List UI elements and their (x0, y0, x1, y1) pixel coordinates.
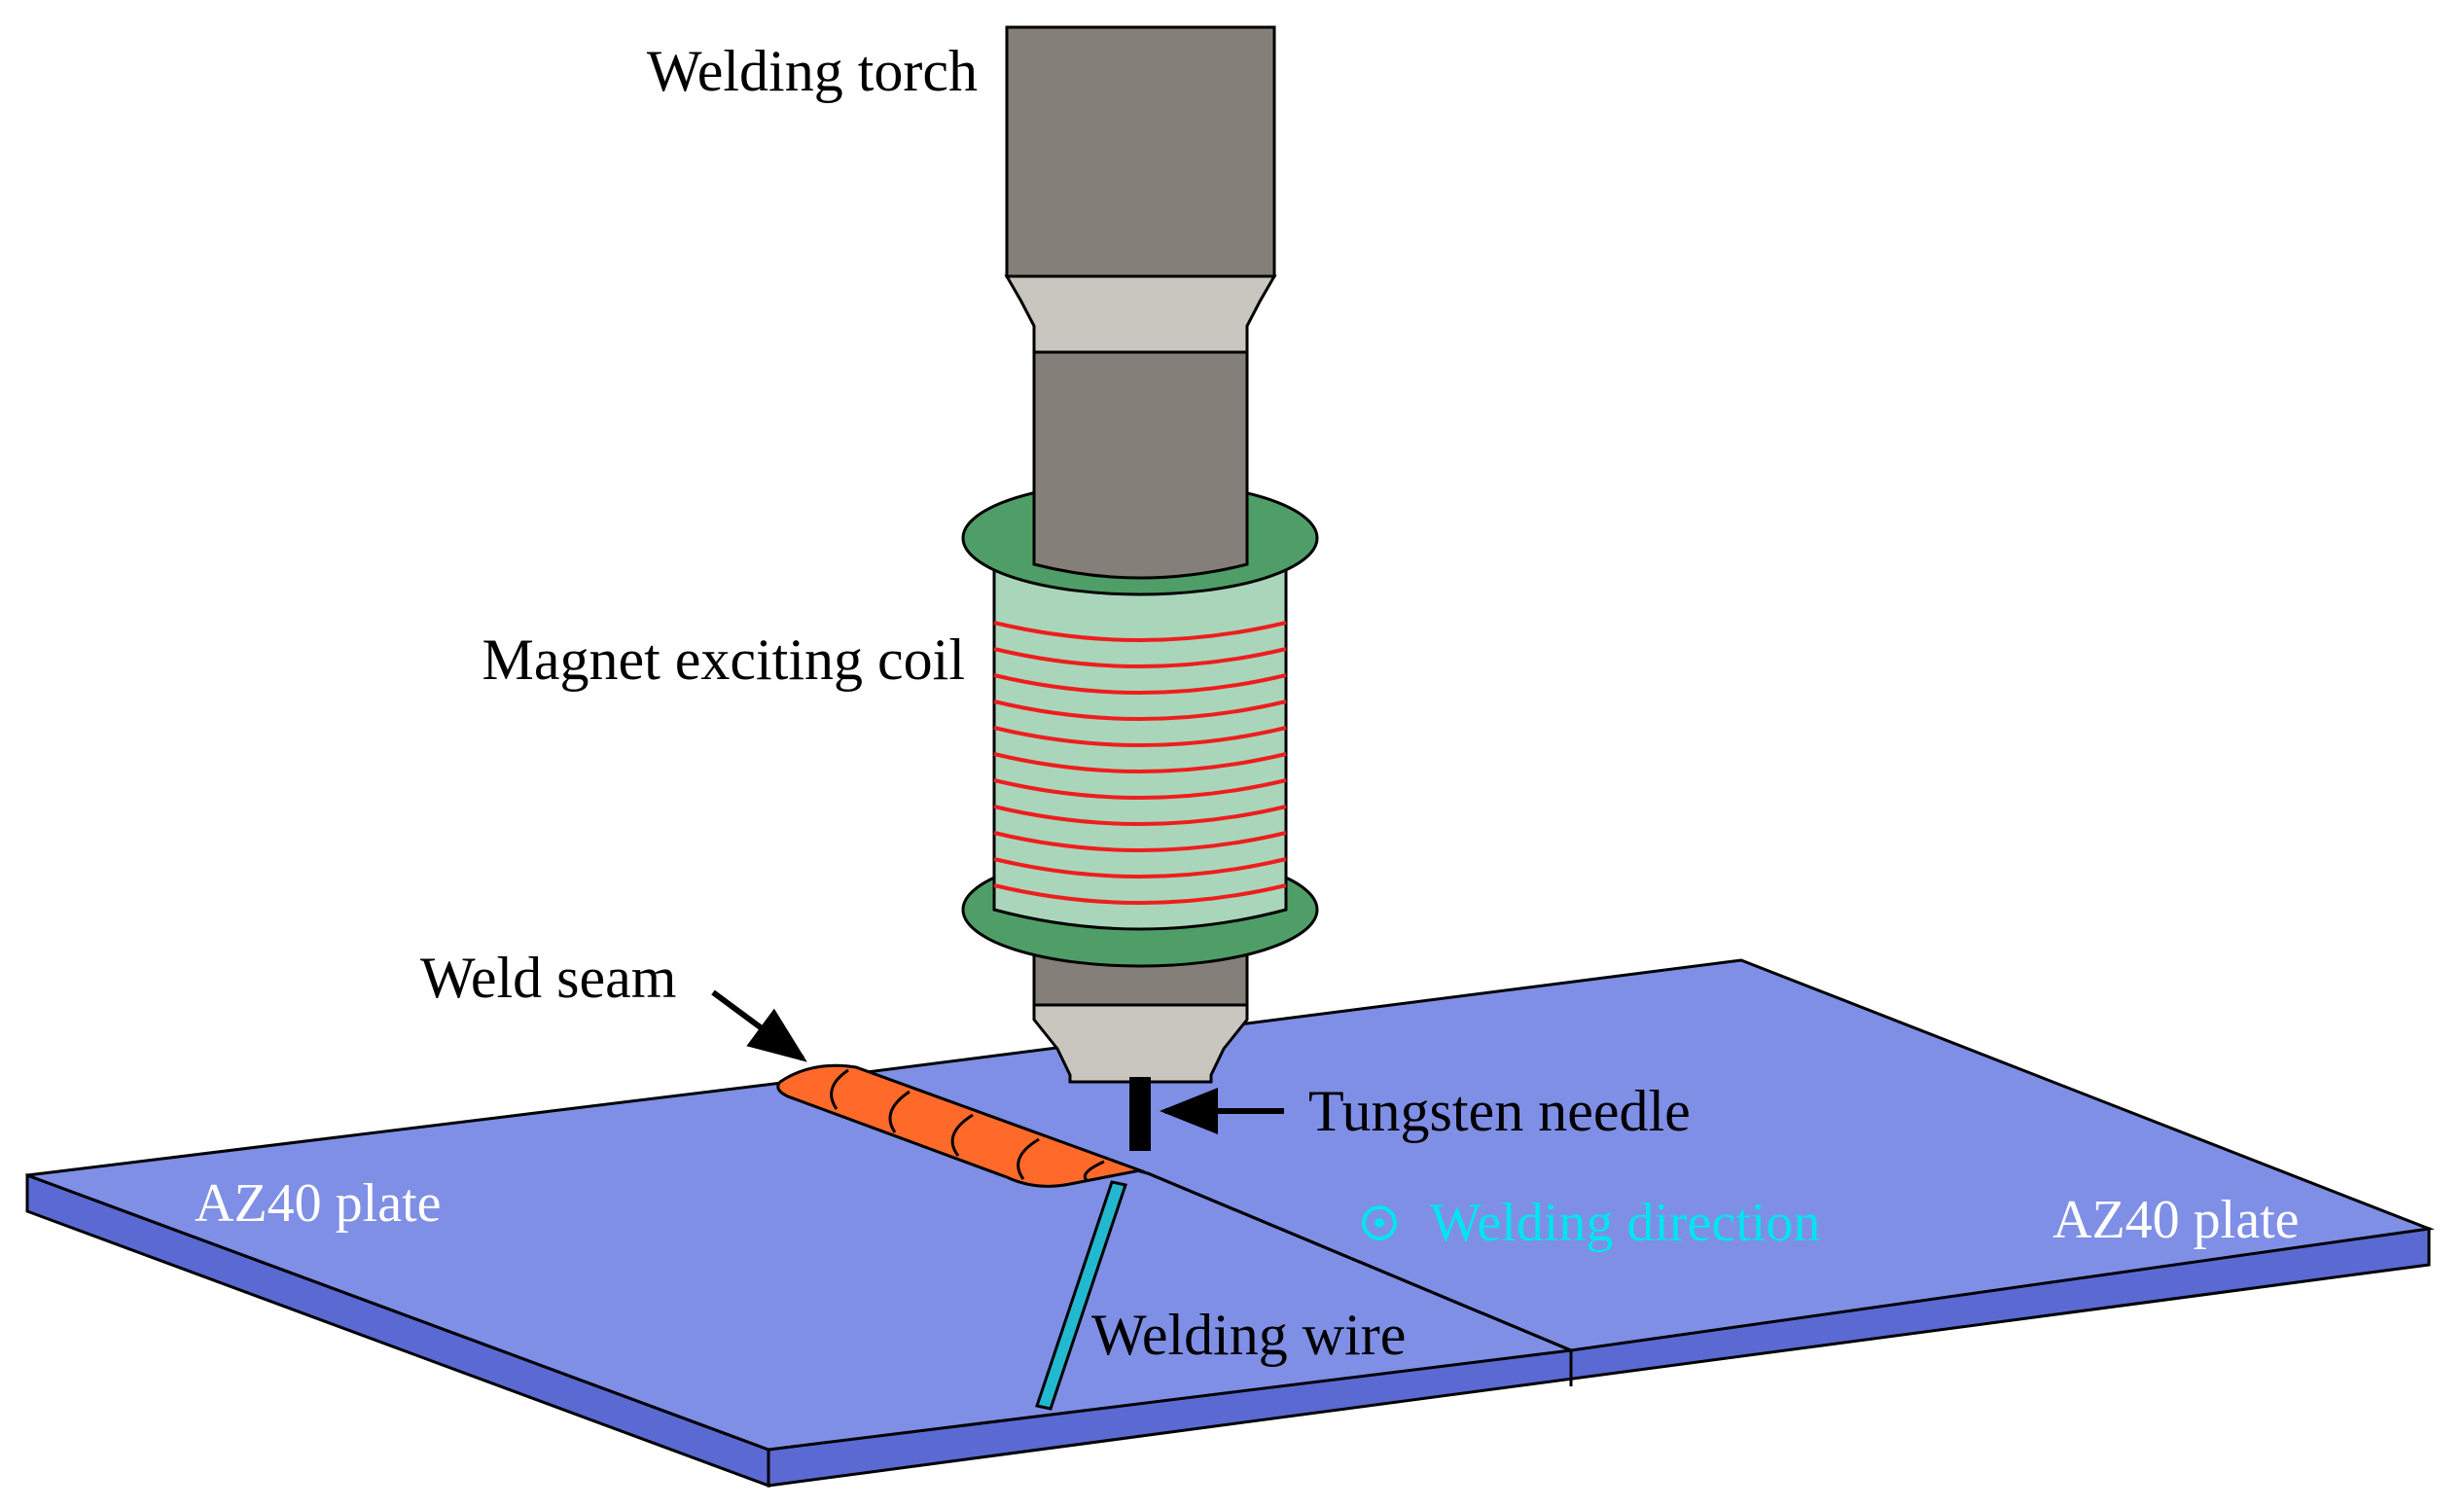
weld-ripple (1017, 1137, 1040, 1180)
coil-winding (993, 805, 1287, 826)
coil-winding (993, 857, 1287, 879)
coil-winding (993, 831, 1287, 852)
tungsten-needle (1129, 1077, 1151, 1151)
left-plate-label: AZ40 plate (195, 1173, 441, 1234)
coil-winding (993, 673, 1287, 695)
coil-winding (993, 647, 1287, 668)
weld-ripple (1083, 1160, 1105, 1183)
welding-wire (1035, 1180, 1127, 1411)
coil-winding (993, 700, 1287, 721)
torch-middle-body (1032, 350, 1249, 580)
coil-windings (993, 621, 1287, 905)
torch-nozzle-tip (1032, 1003, 1249, 1084)
circle-dot-icon (1362, 1205, 1397, 1240)
magnet-exciting-coil-label: Magnet exciting coil (482, 628, 965, 692)
coil-winding (993, 621, 1287, 642)
weld-ripple (830, 1068, 849, 1110)
weld-ripple (950, 1113, 974, 1157)
plate-joint-line (1147, 1171, 1572, 1352)
coil-winding (993, 883, 1287, 905)
weld-seam-arrow (711, 989, 807, 1062)
coil-winding (993, 726, 1287, 747)
weld-seam (776, 1063, 1146, 1188)
torch-upper-collar (1004, 274, 1277, 354)
welding-direction-label: Welding direction (1430, 1193, 1820, 1253)
welding-wire-rod (1035, 1180, 1127, 1411)
coil-body (992, 567, 1288, 931)
tungsten-needle-label: Tungsten needle (1308, 1079, 1691, 1143)
weld-ripple (888, 1090, 911, 1133)
weld-seam-label: Weld seam (420, 946, 676, 1010)
torch-top-body (1005, 25, 1276, 278)
welding-wire-label: Welding wire (1091, 1303, 1406, 1367)
right-plate-label: AZ40 plate (2053, 1190, 2299, 1250)
coil-winding (993, 778, 1287, 800)
coil-winding (993, 752, 1287, 773)
welding-torch-label: Welding torch (647, 39, 978, 103)
magnet-exciting-coil (961, 350, 1319, 968)
